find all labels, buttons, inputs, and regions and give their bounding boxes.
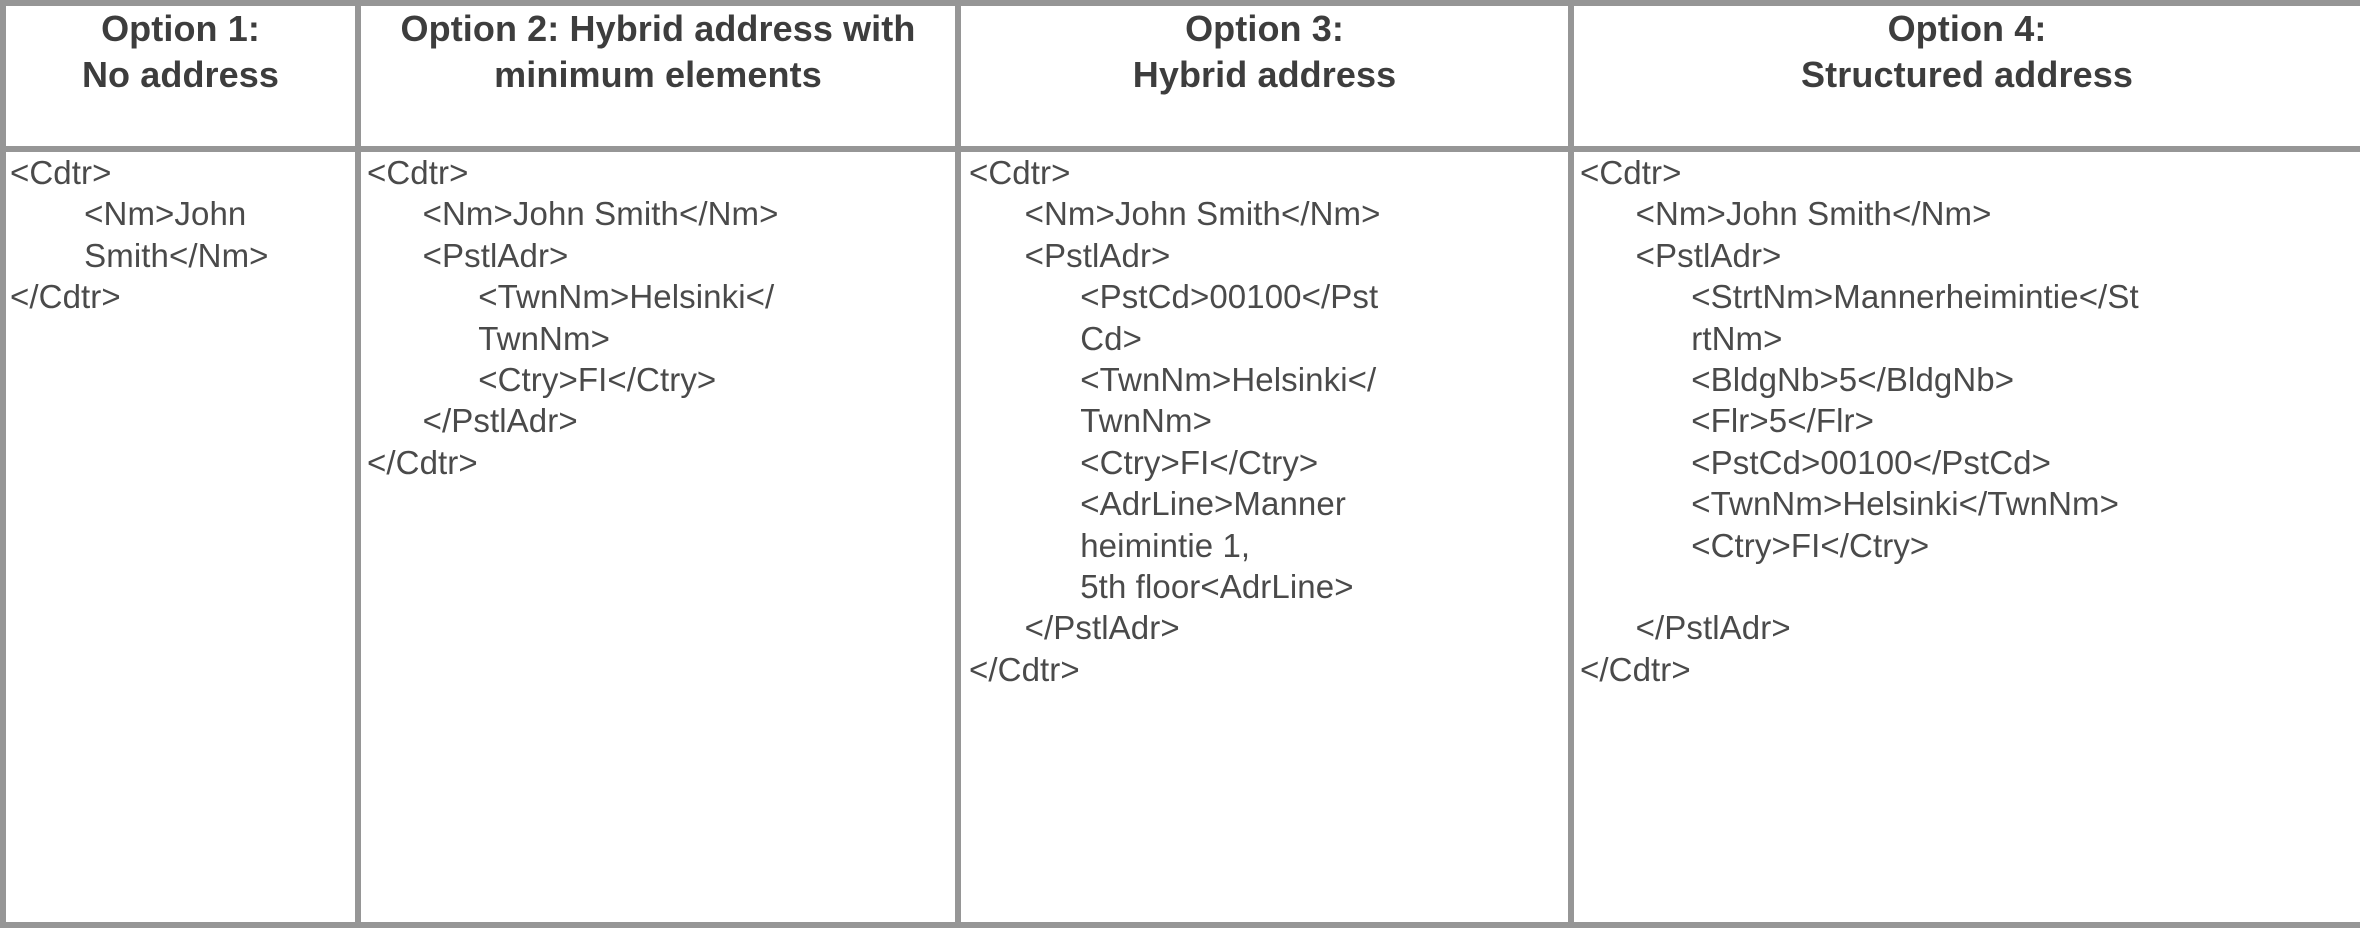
column-header-option-4: Option 4: Structured address bbox=[1568, 0, 2360, 152]
column-header-line1-option-4: Option 4: bbox=[1887, 8, 2047, 49]
column-header-option-2: Option 2: Hybrid address with minimum el… bbox=[355, 0, 961, 152]
column-header-text-option-1: Option 1: No address bbox=[6, 6, 355, 98]
column-header-text-option-2: Option 2: Hybrid address with minimum el… bbox=[361, 6, 955, 98]
column-header-line1-option-3: Option 3: bbox=[1185, 8, 1344, 49]
column-header-text-option-3: Option 3: Hybrid address bbox=[961, 6, 1568, 98]
column-header-line2-option-3: Hybrid address bbox=[1132, 54, 1397, 96]
column-header-line1-option-1: Option 1: bbox=[101, 8, 260, 49]
table-body-row: <Cdtr> <Nm>John Smith</Nm> </Cdtr> <Cdtr… bbox=[0, 146, 2360, 928]
table-cell-option-1: <Cdtr> <Nm>John Smith</Nm> </Cdtr> bbox=[0, 146, 361, 928]
column-header-option-1: Option 1: No address bbox=[0, 0, 361, 152]
column-header-text-option-4: Option 4: Structured address bbox=[1574, 6, 2360, 98]
column-header-line2-option-1: No address bbox=[81, 54, 280, 96]
xml-snippet-option-3: <Cdtr> <Nm>John Smith</Nm> <PstlAdr> <Ps… bbox=[969, 154, 1381, 688]
table-cell-option-3: <Cdtr> <Nm>John Smith</Nm> <PstlAdr> <Ps… bbox=[955, 146, 1574, 928]
xml-snippet-option-4: <Cdtr> <Nm>John Smith</Nm> <PstlAdr> <St… bbox=[1580, 154, 2139, 688]
column-header-line2-option-4: Structured address bbox=[1801, 54, 2133, 96]
table-cell-option-2: <Cdtr> <Nm>John Smith</Nm> <PstlAdr> <Tw… bbox=[355, 146, 961, 928]
table-cell-option-4: <Cdtr> <Nm>John Smith</Nm> <PstlAdr> <St… bbox=[1568, 146, 2360, 928]
xml-snippet-option-2: <Cdtr> <Nm>John Smith</Nm> <PstlAdr> <Tw… bbox=[367, 154, 779, 481]
column-header-option-3: Option 3: Hybrid address bbox=[955, 0, 1574, 152]
table-header-row: Option 1: No address Option 2: Hybrid ad… bbox=[0, 0, 2360, 152]
xml-snippet-option-1: <Cdtr> <Nm>John Smith</Nm> </Cdtr> bbox=[10, 154, 269, 316]
column-header-line2-option-2: minimum elements bbox=[494, 54, 822, 96]
column-header-line1-option-2: Option 2: Hybrid address with bbox=[400, 8, 916, 49]
